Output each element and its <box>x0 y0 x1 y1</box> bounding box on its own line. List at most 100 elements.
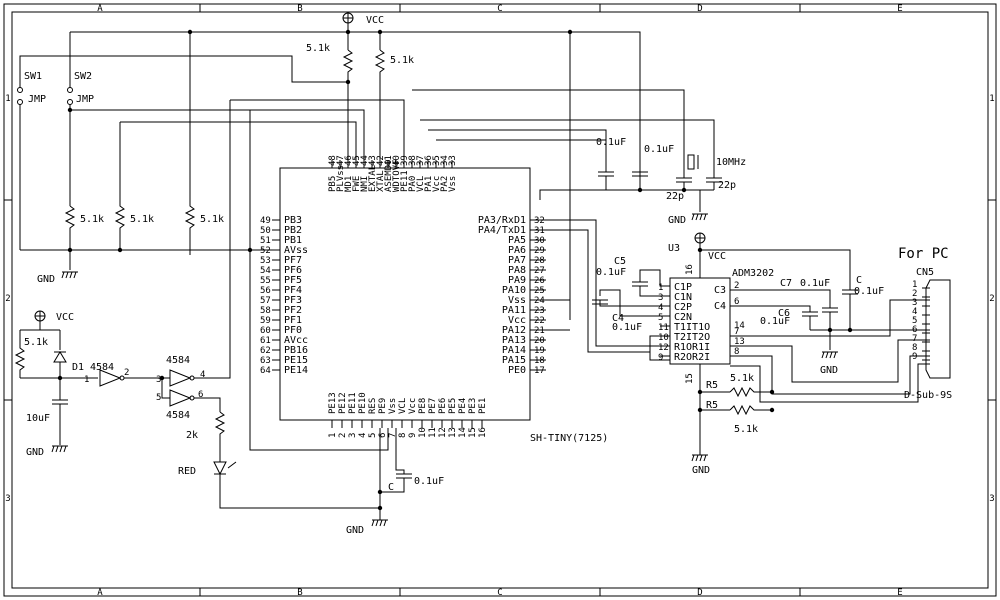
gnd-symbol-c7: GND <box>820 351 838 376</box>
mcu-pin-number: 4 <box>358 433 368 438</box>
mcu-pin-name: PF3 <box>284 295 302 306</box>
mcu-pin-number: 16 <box>478 427 488 438</box>
mcu-pin-number: 6 <box>378 433 388 438</box>
gnd-symbol-mcu: GND <box>346 519 388 536</box>
uart-wires <box>530 219 670 361</box>
mcu-pin-name: PA7 <box>508 255 526 266</box>
connector-pin-number: 5 <box>912 316 917 326</box>
gnd-label: GND <box>346 525 364 536</box>
cap-22p-a: 22p <box>666 169 692 202</box>
mcu-pin-name: PE9 <box>378 398 388 414</box>
connector-pin-number: 7 <box>912 334 917 344</box>
gnd-label: GND <box>692 465 710 476</box>
column-label: C <box>497 4 502 14</box>
mcu-wires <box>230 89 715 451</box>
u3-pin-number: 1 <box>658 283 663 293</box>
capacitor-value: 10uF <box>26 413 50 424</box>
connector-ref: CN5 <box>916 267 934 278</box>
mcu-pin-number: 48 <box>328 155 338 166</box>
column-label: A <box>97 588 103 598</box>
mcu-pin-number: 35 <box>432 155 442 166</box>
mcu-top-pins: PB548PLVss47MD146FWE45NMI44EXTAL43XTAL42… <box>328 155 458 192</box>
gate-pin: 4 <box>200 370 205 380</box>
mcu-pin-name: PF1 <box>284 315 302 326</box>
gate-input-wire <box>161 378 170 399</box>
mcu-pin-name: PE3 <box>468 398 478 414</box>
mcu-bottom-pins: PE131PE122PE113PE104RES5PE96Vss7VCL8Vcc9… <box>328 392 488 438</box>
connector-title: For PC <box>898 246 949 262</box>
row-label: 3 <box>5 494 10 504</box>
u3-pin-number: 5 <box>658 313 663 323</box>
mcu-pin-number: 18 <box>534 356 545 366</box>
junction <box>769 407 775 413</box>
mcu-pin-name: PE12 <box>338 392 348 414</box>
mcu-pin-number: 53 <box>260 256 271 266</box>
vcc-label: VCC <box>708 251 726 262</box>
gate-part: 4584 <box>166 410 190 421</box>
resistor-value: 5.1k <box>24 337 48 348</box>
u3-pin-number: 4 <box>658 303 663 313</box>
u3-pin-name: C4 <box>714 301 726 312</box>
junction <box>697 389 703 395</box>
mcu-pin-name: PB5 <box>328 176 338 192</box>
vcc-symbol-top: VCC <box>342 12 384 26</box>
mcu-pin-number: 24 <box>534 296 545 306</box>
mcu-pin-name: Vcc <box>508 315 526 326</box>
mcu-pin-number: 20 <box>534 336 545 346</box>
cap-22p-b: 22p <box>706 172 736 191</box>
jumper-sw2: SW2 JMP <box>67 71 94 110</box>
mcu-pin-number: 19 <box>534 346 545 356</box>
gnd-symbol-u3: GND <box>691 454 710 476</box>
mcu-pin-name: PE11 <box>348 392 358 414</box>
mcu-pin-name: Vcc <box>432 176 442 192</box>
gnd-label: GND <box>668 215 686 226</box>
mcu-pin-name: AVss <box>284 245 308 256</box>
mcu-pin-number: 3 <box>348 433 358 438</box>
capacitor-ref: C7 <box>780 278 792 289</box>
junction <box>377 505 383 511</box>
u3-pin-name: C1N <box>674 292 692 303</box>
gnd-label: GND <box>37 274 55 285</box>
connector-pin-number: 1 <box>912 280 917 290</box>
mcu-pin-name: PA11 <box>502 305 526 316</box>
gate-pin: 5 <box>156 393 161 403</box>
mcu-pin-name: PA0 <box>408 176 418 192</box>
mcu-pin-name: PE7 <box>428 398 438 414</box>
mcu-pin-number: 51 <box>260 236 271 246</box>
column-label: D <box>697 4 702 14</box>
junction <box>697 407 703 413</box>
mcu-pin-number: 1 <box>328 433 338 438</box>
connector-pin-number: 3 <box>912 298 917 308</box>
u3-pin-number: 13 <box>734 337 745 347</box>
switch-label: SW1 <box>24 71 42 82</box>
switch-jmp-label: JMP <box>76 94 94 105</box>
mcu-pin-number: 9 <box>408 433 418 438</box>
capacitor-value: 0.1uF <box>760 316 790 327</box>
resistor-value: 5.1k <box>730 373 754 384</box>
capacitor-value: 22p <box>666 191 684 202</box>
mcu-pin-name: PE0 <box>508 365 526 376</box>
mcu-pin-number: 54 <box>260 266 271 276</box>
drawing-frame <box>3 3 997 597</box>
mcu-pin-name: PE15 <box>284 355 308 366</box>
jumper-sw1: SW1 JMP <box>17 71 46 250</box>
mcu-pin-number: 15 <box>468 427 478 438</box>
mcu-pin-number: 33 <box>448 155 458 166</box>
diode-label: D1 <box>72 362 84 373</box>
mcu-pin-name: WDTOVF <box>392 159 402 192</box>
mcu-pin-number: 40 <box>392 155 402 166</box>
gate-pin: 6 <box>198 390 203 400</box>
column-label: D <box>697 588 702 598</box>
mcu-pin-number: 43 <box>368 155 378 166</box>
mcu-pin-number: 12 <box>438 427 448 438</box>
mcu-pin-name: PA4/TxD1 <box>478 225 526 236</box>
mcu-pin-number: 10 <box>418 427 428 438</box>
rs232-wires <box>700 299 930 411</box>
resistor-ref: R5 <box>706 380 718 391</box>
mcu-pin-number: 8 <box>398 433 408 438</box>
mcu-pin-name: PE11 <box>400 170 410 192</box>
resistor-value: 5.1k <box>306 43 330 54</box>
mcu-pin-number: 28 <box>534 256 545 266</box>
